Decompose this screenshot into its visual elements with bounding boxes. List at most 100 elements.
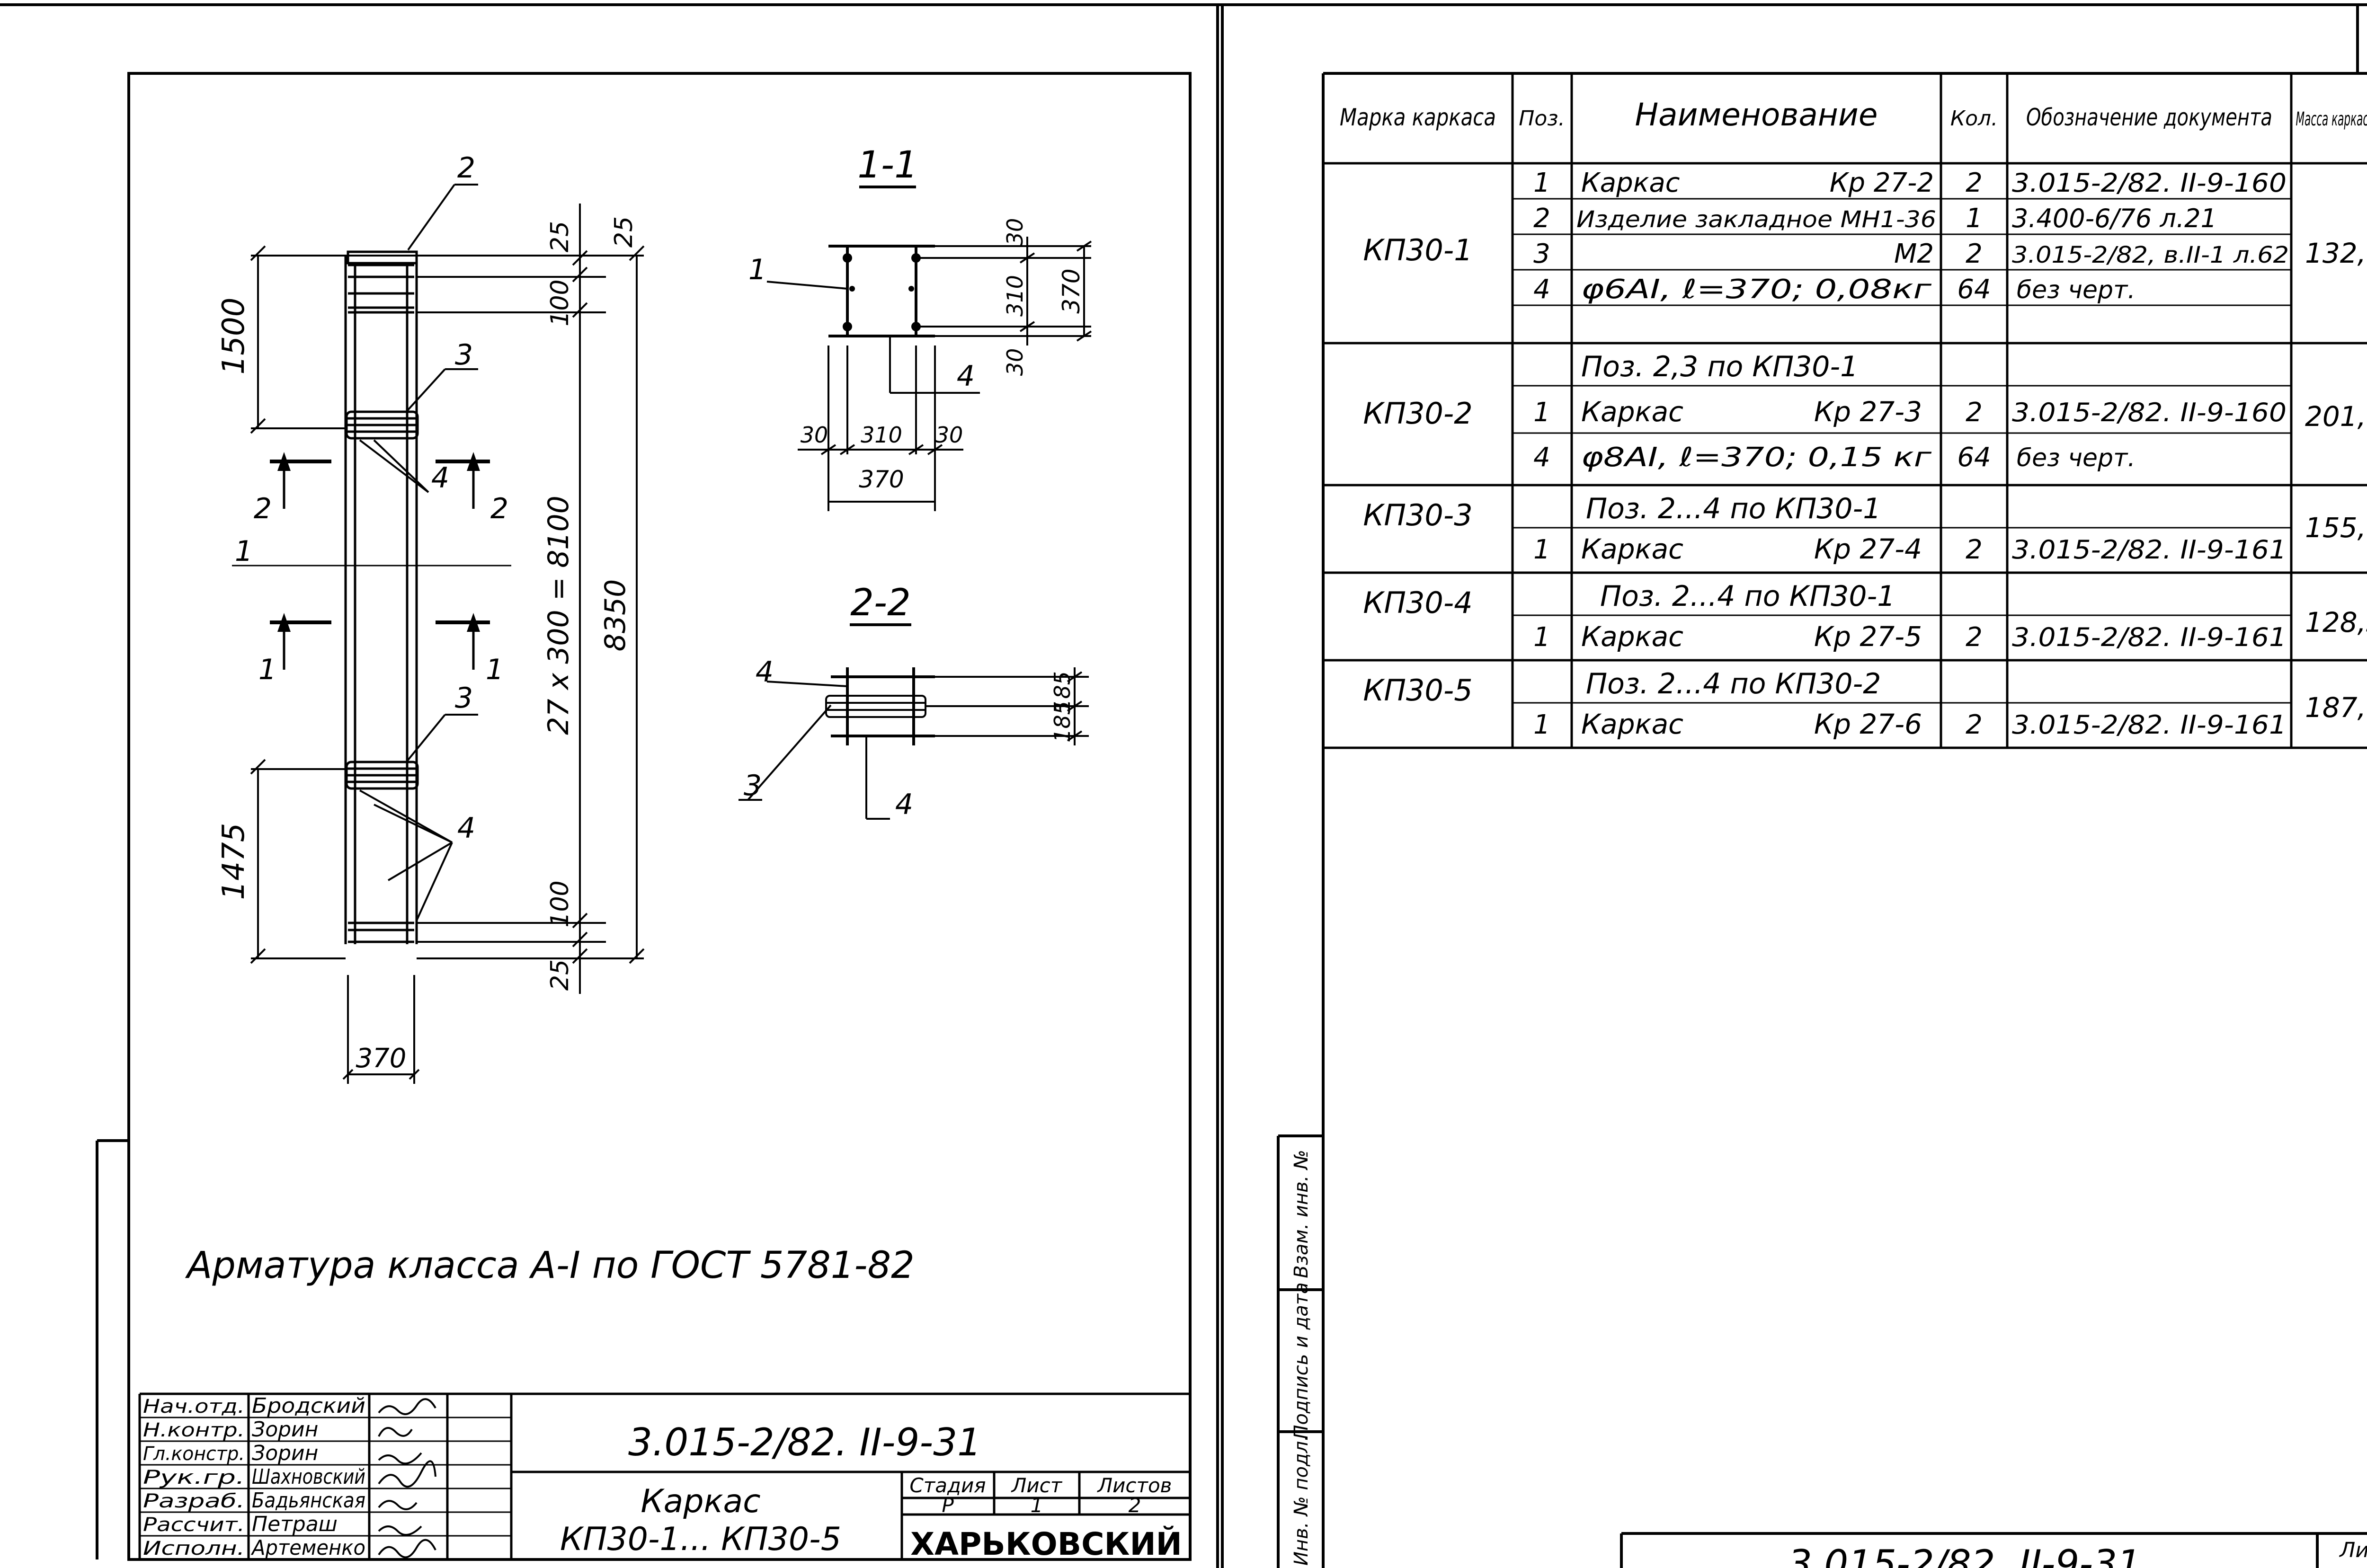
cell-qty: 2 xyxy=(1966,709,1983,740)
person-role-5: Рассчит. xyxy=(143,1514,245,1536)
cell-doc: 3.400-6/76 л.21 xyxy=(2012,204,2217,233)
person-name-3: Шахновский xyxy=(252,1465,365,1489)
section-1-1-dim-bot-right: 30 xyxy=(935,422,963,448)
cut-1-right: 1 xyxy=(486,653,504,686)
cell-name-right: Кр 27-5 xyxy=(1814,620,1922,653)
row-mark: КП30-2 xyxy=(1363,396,1472,431)
section-2-2-dim-bottom: 185 xyxy=(1050,701,1075,743)
callout-pos-3-upper: 3 xyxy=(455,338,473,372)
dim-top-pitch-outer: 25 xyxy=(610,216,638,248)
doc-code: 3.015-2/82. II-9-31 xyxy=(628,1420,981,1464)
title-block: Нач.отд. Бродский Н.контр. Зорин Гл.конс… xyxy=(138,1392,1190,1562)
sheet-frames xyxy=(0,3,2367,1568)
cell-qty: 2 xyxy=(1966,168,1983,198)
header-qty: Кол. xyxy=(1950,106,1998,131)
cut-2-right: 2 xyxy=(490,492,508,525)
material-note: Арматура класса А-I по ГОСТ 5781-82 xyxy=(185,1244,915,1287)
section-1-1-dim-bot-mid: 310 xyxy=(861,422,902,448)
cell-pos: 3 xyxy=(1533,239,1550,269)
dim-bottom-pitch: 25 xyxy=(546,959,574,991)
cell-doc: без черт. xyxy=(2017,276,2136,304)
section-2-2-title: 2-2 xyxy=(850,582,910,624)
person-role-2: Гл.констр. xyxy=(143,1443,245,1465)
lower-clamp-group xyxy=(345,761,419,790)
section-1-1: 1-1 xyxy=(748,144,1092,511)
cell-doc: без черт. xyxy=(2017,444,2136,472)
cell-doc: 3.015-2/82. II-9-161 xyxy=(2012,710,2287,740)
person-name-0: Бродский xyxy=(252,1394,365,1418)
section-1-1-pos-4: 4 xyxy=(957,360,975,393)
section-1-1-pos-1: 1 xyxy=(748,253,766,286)
section-2-2-dim-top: 185 xyxy=(1050,671,1075,713)
dim-rule-1: 27 x 300 = 8100 xyxy=(542,496,575,735)
elevation-view: 25 25 100 1500 27 x 300 = 8100 8350 1475… xyxy=(216,151,645,1084)
callout-pos-4-lower: 4 xyxy=(457,812,475,845)
section-1-1-dim-right-mid: 310 xyxy=(1002,275,1028,317)
section-1-1-dim-bot-total: 370 xyxy=(859,466,904,493)
cell-name-right: Кр 27-3 xyxy=(1814,396,1922,428)
cell-pos: 1 xyxy=(1533,709,1550,740)
cell-pos: 1 xyxy=(1533,534,1550,565)
cut-1-left: 1 xyxy=(258,653,276,686)
cell-doc: 3.015-2/82. II-9-160 xyxy=(2012,168,2287,198)
side-label-inventory: Инв. № подл. xyxy=(1290,1435,1312,1566)
person-name-6: Артеменко xyxy=(250,1536,365,1560)
cell-name: Изделие закладное МН1-36 xyxy=(1576,206,1936,233)
signatures xyxy=(378,1398,436,1559)
sheet-header: Лист xyxy=(1011,1474,1063,1497)
dim-height-1475: 1475 xyxy=(216,823,251,900)
cell-name: φ6АI, ℓ=370; 0,08кг xyxy=(1581,274,1932,305)
cut-arrows xyxy=(277,452,480,632)
person-name-2: Зорин xyxy=(252,1441,318,1465)
cell-qty: 2 xyxy=(1966,397,1983,428)
cut-1-label: 1 xyxy=(235,535,253,568)
sheet-value: 1 xyxy=(1031,1494,1043,1517)
cell-qty: 2 xyxy=(1966,239,1983,269)
dim-width-370: 370 xyxy=(356,1043,407,1074)
sheets-header: Листов xyxy=(1097,1474,1172,1497)
cell-pos: 2 xyxy=(1533,203,1550,234)
dim-top-pitch: 25 xyxy=(546,221,574,252)
section-1-1-dim-right-bot: 30 xyxy=(1002,348,1028,376)
callout-pos-3-lower: 3 xyxy=(455,682,473,715)
dim-bottom-first: 100 xyxy=(546,880,574,927)
cell-doc: 3.015-2/82. II-9-160 xyxy=(2012,398,2287,427)
person-role-0: Нач.отд. xyxy=(143,1396,245,1417)
dim-rule-total: 8350 xyxy=(599,579,632,652)
row-mark: КП30-3 xyxy=(1363,498,1472,532)
row-mass: 132,9 xyxy=(2305,237,2367,269)
section-2-2: 2-2 4 3 4 xyxy=(739,582,1089,821)
organization: ХАРЬКОВСКИЙ xyxy=(910,1525,1182,1562)
cell-pos: 1 xyxy=(1533,168,1550,198)
header-name: Наименование xyxy=(1635,97,1878,133)
cell-doc: 3.015-2/82. II-9-161 xyxy=(2012,535,2287,565)
cell-qty: 64 xyxy=(1957,442,1991,473)
section-1-1-dim-bot-left: 30 xyxy=(801,422,828,448)
cell-qty: 2 xyxy=(1966,534,1983,565)
row-mass: 187,6 xyxy=(2305,691,2367,724)
person-role-4: Разраб. xyxy=(143,1490,245,1512)
row-mark: КП30-1 xyxy=(1363,233,1472,267)
cell-pos: 4 xyxy=(1533,274,1550,305)
cell-name: φ8АI, ℓ=370; 0,15 кг xyxy=(1581,442,1932,473)
cell-pos: 1 xyxy=(1533,397,1550,428)
callout-pos-4-upper: 4 xyxy=(431,461,449,495)
cell-qty: 64 xyxy=(1957,274,1991,305)
cut-2-left: 2 xyxy=(254,492,272,525)
sheets-value: 2 xyxy=(1129,1494,1141,1517)
cell-name: Каркас xyxy=(1581,396,1683,428)
cell-qty: 2 xyxy=(1966,622,1983,653)
callout-pos-2-top: 2 xyxy=(457,151,475,185)
section-2-2-pos-4-bottom: 4 xyxy=(895,788,913,821)
row-mass: 155,1 xyxy=(2305,512,2367,544)
section-2-2-pos-3: 3 xyxy=(744,769,762,802)
person-name-5: Петраш xyxy=(252,1512,338,1536)
cell-pos: 4 xyxy=(1533,442,1550,473)
section-1-1-dim-right-total: 370 xyxy=(1058,268,1085,313)
side-label-replacement: Взам. инв. № xyxy=(1290,1150,1312,1278)
person-name-4: Бадьянская xyxy=(252,1488,365,1513)
person-role-6: Исполн. xyxy=(143,1538,245,1559)
cell-doc: 3.015-2/82, в.II-1 л.62 xyxy=(2012,242,2289,268)
cell-name: Каркас xyxy=(1581,168,1680,198)
